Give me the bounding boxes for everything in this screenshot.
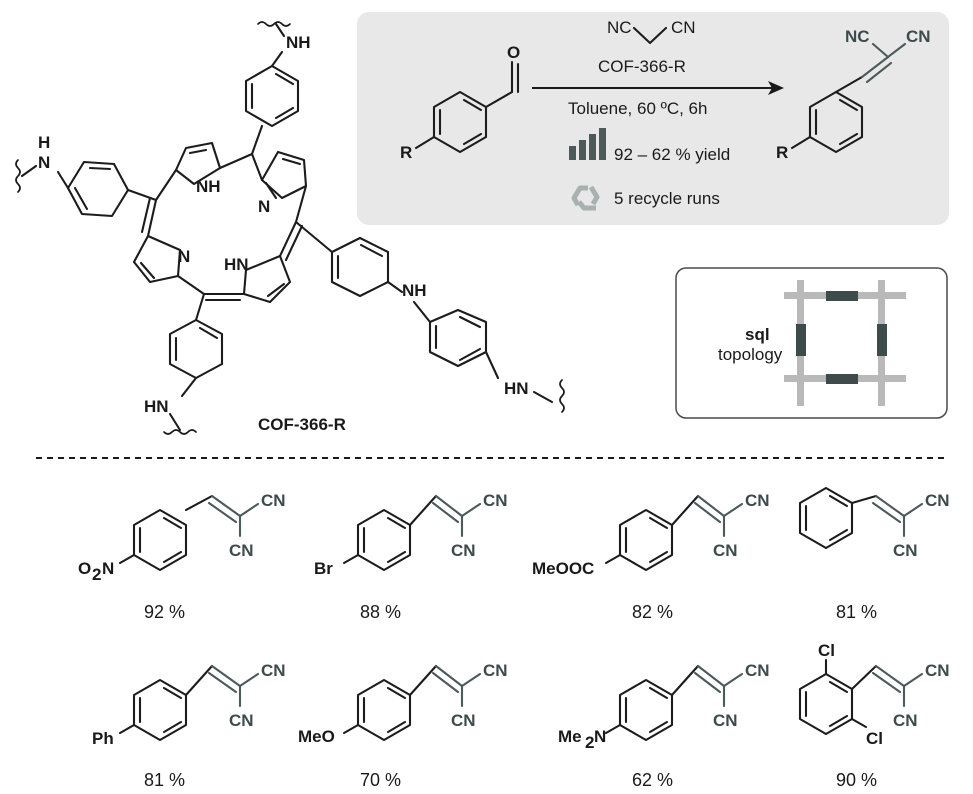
product-6-substituent: MeO: [298, 727, 335, 746]
product-3-ester: CN CN MeOOC 82 %: [532, 491, 770, 622]
product-2-cn-bottom: CN: [451, 541, 476, 560]
product-4-yield: 81 %: [836, 602, 877, 622]
sql-grid-icon: [784, 280, 906, 406]
topology-panel: sql topology: [675, 267, 948, 419]
product-7-cn-top: CN: [745, 661, 770, 680]
conditions-label: Toluene, 60 ºC, 6h: [568, 99, 707, 118]
reagent-nc-label: NC: [607, 18, 632, 37]
product-8-cl-bottom: Cl: [866, 729, 883, 748]
product-1-cn-top: CN: [261, 491, 286, 510]
product-4-phenyl: CN CN 81 %: [798, 486, 950, 622]
porphyrin-core: NH N N HN: [132, 141, 308, 304]
cof-name-label: COF-366-R: [258, 415, 346, 434]
product-1-cn-bottom: CN: [229, 541, 254, 560]
cof-inner-nh: NH: [196, 177, 221, 196]
yield-range-label: 92 – 62 % yield: [614, 145, 730, 164]
cof-left-h: H: [38, 133, 50, 152]
product-1-nitro: CN CN O 2 N 92 %: [78, 491, 286, 622]
product-8-yield: 90 %: [836, 770, 877, 790]
product-5-cn-top: CN: [261, 661, 286, 680]
reaction-scheme: O R NC CN COF-366-R Toluene, 60 ºC, 6h 9…: [357, 12, 949, 225]
product-2-substituent: Br: [314, 559, 333, 578]
cof-side-hn: HN: [504, 379, 529, 398]
cof-top-nh: NH: [286, 33, 311, 52]
topology-label: topology: [718, 345, 783, 364]
product-3-substituent: MeOOC: [532, 559, 594, 578]
product-1-n-label: N: [102, 559, 114, 578]
topology-border: [675, 267, 948, 419]
cof-left-n: N: [38, 153, 50, 172]
product-structure: NC CN R: [776, 27, 931, 162]
product-7-n-label: N: [594, 727, 606, 746]
aldehyde-oxygen: O: [507, 43, 520, 62]
product-6-methoxy: CN CN MeO 70 %: [298, 661, 508, 790]
product-cn-label: CN: [906, 27, 931, 46]
bar-chart-icon: [569, 128, 606, 160]
product-7-me-label: Me: [558, 727, 582, 746]
product-6-cn-bottom: CN: [451, 711, 476, 730]
product-r-group: R: [776, 143, 788, 162]
cof-inner-n2: N: [178, 247, 190, 266]
product-6-yield: 70 %: [360, 770, 401, 790]
product-1-subscript-2: 2: [92, 565, 101, 584]
product-nc-label: NC: [845, 27, 870, 46]
product-8-cn-top: CN: [925, 661, 950, 680]
product-2-yield: 88 %: [360, 602, 401, 622]
reaction-arrowhead: [768, 81, 784, 95]
product-3-yield: 82 %: [632, 602, 673, 622]
recycle-label: 5 recycle runs: [614, 189, 720, 208]
reagent-cn-label: CN: [671, 18, 696, 37]
product-8-cl-top: Cl: [818, 641, 835, 660]
cof-366-r-structure: NH NH N N: [15, 21, 565, 435]
product-5-biphenyl: CN CN Ph 81 %: [92, 661, 286, 790]
product-1-yield: 92 %: [144, 602, 185, 622]
scheme-background: [357, 12, 949, 225]
cof-inner-hn: HN: [224, 255, 249, 274]
product-7-subscript-2: 2: [585, 733, 594, 752]
cof-right-nh: NH: [402, 281, 427, 300]
product-3-cn-top: CN: [745, 491, 770, 510]
cof-inner-n1: N: [258, 197, 270, 216]
product-5-cn-bottom: CN: [229, 711, 254, 730]
product-7-yield: 62 %: [632, 770, 673, 790]
product-8-cn-bottom: CN: [893, 711, 918, 730]
topology-sql-label: sql: [745, 325, 770, 344]
product-8-dichloro: Cl Cl CN CN 90 %: [798, 641, 950, 790]
catalyst-label: COF-366-R: [598, 57, 686, 76]
recycle-icon: [571, 185, 600, 211]
product-4-cn-bottom: CN: [893, 541, 918, 560]
product-1-o-label: O: [78, 559, 91, 578]
product-7-dimethylamino: CN CN Me 2 N 62 %: [558, 661, 770, 790]
product-3-cn-bottom: CN: [713, 541, 738, 560]
product-2-bromo: CN CN Br 88 %: [314, 491, 508, 622]
malononitrile-reagent: NC CN: [607, 18, 696, 45]
product-2-cn-top: CN: [483, 491, 508, 510]
product-5-substituent: Ph: [92, 729, 114, 748]
product-6-cn-top: CN: [483, 661, 508, 680]
product-7-cn-bottom: CN: [713, 711, 738, 730]
cof-bottom-hn: HN: [144, 397, 169, 416]
aldehyde-r-group: R: [400, 143, 412, 162]
aldehyde-structure: O R: [400, 43, 520, 162]
product-4-cn-top: CN: [925, 491, 950, 510]
product-5-yield: 81 %: [144, 770, 185, 790]
